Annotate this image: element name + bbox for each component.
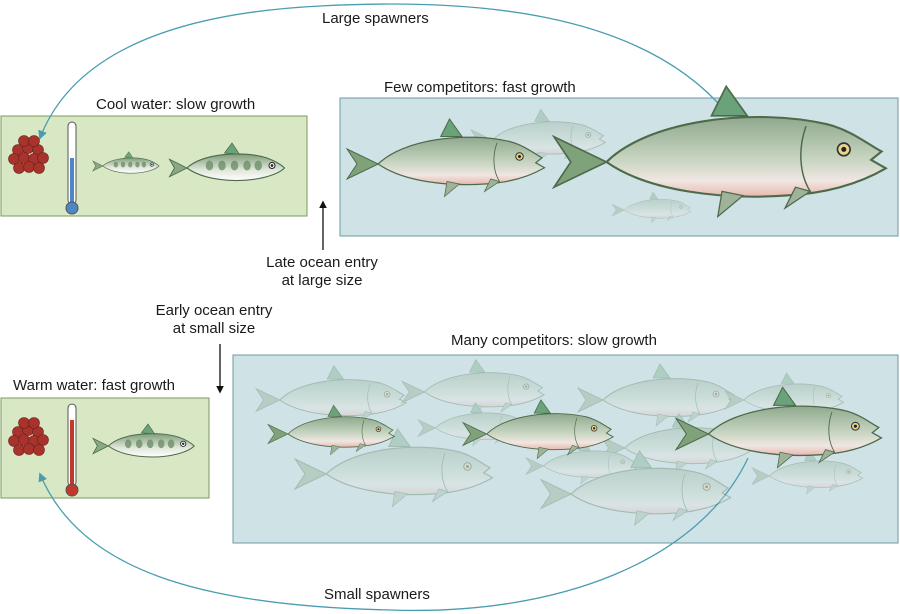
warm-water-label: Warm water: fast growth: [13, 377, 175, 394]
small-spawners-arrow: [38, 457, 749, 612]
many-competitors-label: Many competitors: slow growth: [451, 332, 657, 349]
few-competitors-label: Few competitors: fast growth: [384, 79, 576, 96]
thermometer-warm-icon: [65, 403, 79, 497]
early-entry-label: Early ocean entry at small size: [144, 302, 284, 338]
early-entry-label-line1: Early ocean entry: [155, 302, 273, 319]
small-spawners-label: Small spawners: [324, 586, 430, 603]
thermometer-cool-icon: [65, 121, 79, 215]
late-entry-label: Late ocean entry at large size: [252, 254, 392, 290]
late-entry-label-line1: Late ocean entry: [266, 254, 378, 271]
early-entry-label-line2: at small size: [172, 320, 256, 337]
cool-water-label: Cool water: slow growth: [96, 96, 256, 113]
late-entry-label-line2: at large size: [281, 272, 363, 289]
large-spawners-label: Large spawners: [322, 10, 429, 27]
large-spawners-arrow: [38, 3, 727, 140]
